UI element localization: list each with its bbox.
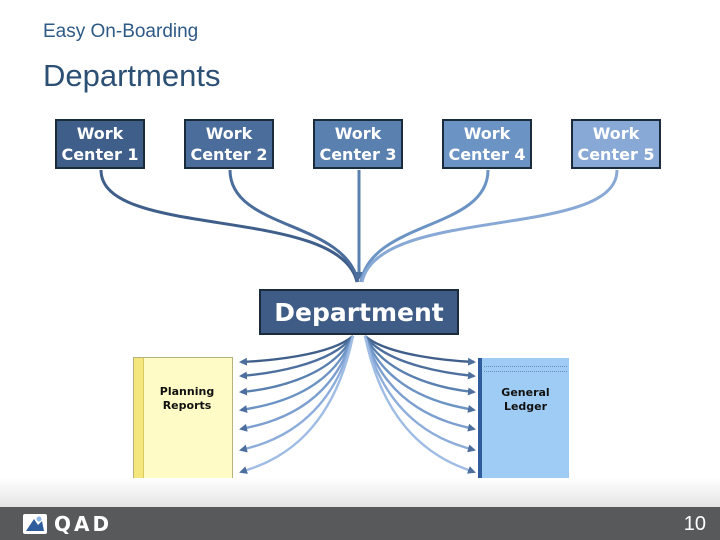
work-center-3-label: Work Center 3 (319, 124, 397, 164)
connector-ledger-1 (364, 335, 476, 366)
connector-planning-7 (239, 335, 355, 474)
department-label: Department (274, 297, 444, 327)
general-ledger-label: General Ledger (501, 386, 550, 413)
connector-ledger-5 (363, 335, 476, 432)
planning-reports-document: Planning Reports (133, 357, 233, 480)
connector-planning-5 (239, 335, 355, 432)
work-center-1-box: Work Center 1 (55, 119, 145, 169)
document-binding-strip (134, 358, 144, 479)
work-center-2-label: Work Center 2 (190, 124, 268, 164)
slide-subtitle: Easy On-Boarding (43, 21, 199, 42)
general-ledger-document: General Ledger (478, 358, 569, 480)
department-box: Department (259, 289, 459, 335)
qad-logo-text: QAD (54, 512, 113, 536)
qad-logo: QAD (22, 512, 113, 536)
footer-shade (0, 478, 720, 508)
connector-wc5 (360, 169, 619, 283)
connector-planning-6 (239, 335, 355, 453)
work-center-2-box: Work Center 2 (184, 119, 274, 169)
connector-ledger-6 (363, 335, 476, 453)
qad-logo-icon (23, 514, 47, 534)
ledger-ruled-line (484, 366, 567, 367)
page-number: 10 (683, 513, 706, 535)
connector-wc4 (359, 169, 490, 283)
work-center-4-label: Work Center 4 (448, 124, 526, 164)
connector-wc2 (228, 169, 360, 283)
connector-planning-4 (239, 335, 355, 413)
connector-planning-2 (239, 335, 354, 380)
connector-wc1 (99, 169, 359, 283)
connector-planning-1 (239, 335, 354, 366)
slide-title: Departments (43, 58, 221, 93)
connector-ledger-4 (363, 335, 476, 413)
connector-ledger-3 (363, 335, 476, 396)
work-center-4-box: Work Center 4 (442, 119, 532, 169)
planning-reports-label: Planning Reports (159, 385, 215, 412)
work-center-5-box: Work Center 5 (571, 119, 661, 169)
connector-ledger-7 (363, 335, 476, 474)
work-center-1-label: Work Center 1 (61, 124, 139, 164)
connector-planning-3 (239, 335, 355, 396)
connector-ledger-2 (364, 335, 476, 380)
footer-bar (0, 507, 720, 540)
work-center-3-box: Work Center 3 (313, 119, 403, 169)
ledger-ruled-line (484, 371, 567, 372)
work-center-5-label: Work Center 5 (577, 124, 655, 164)
